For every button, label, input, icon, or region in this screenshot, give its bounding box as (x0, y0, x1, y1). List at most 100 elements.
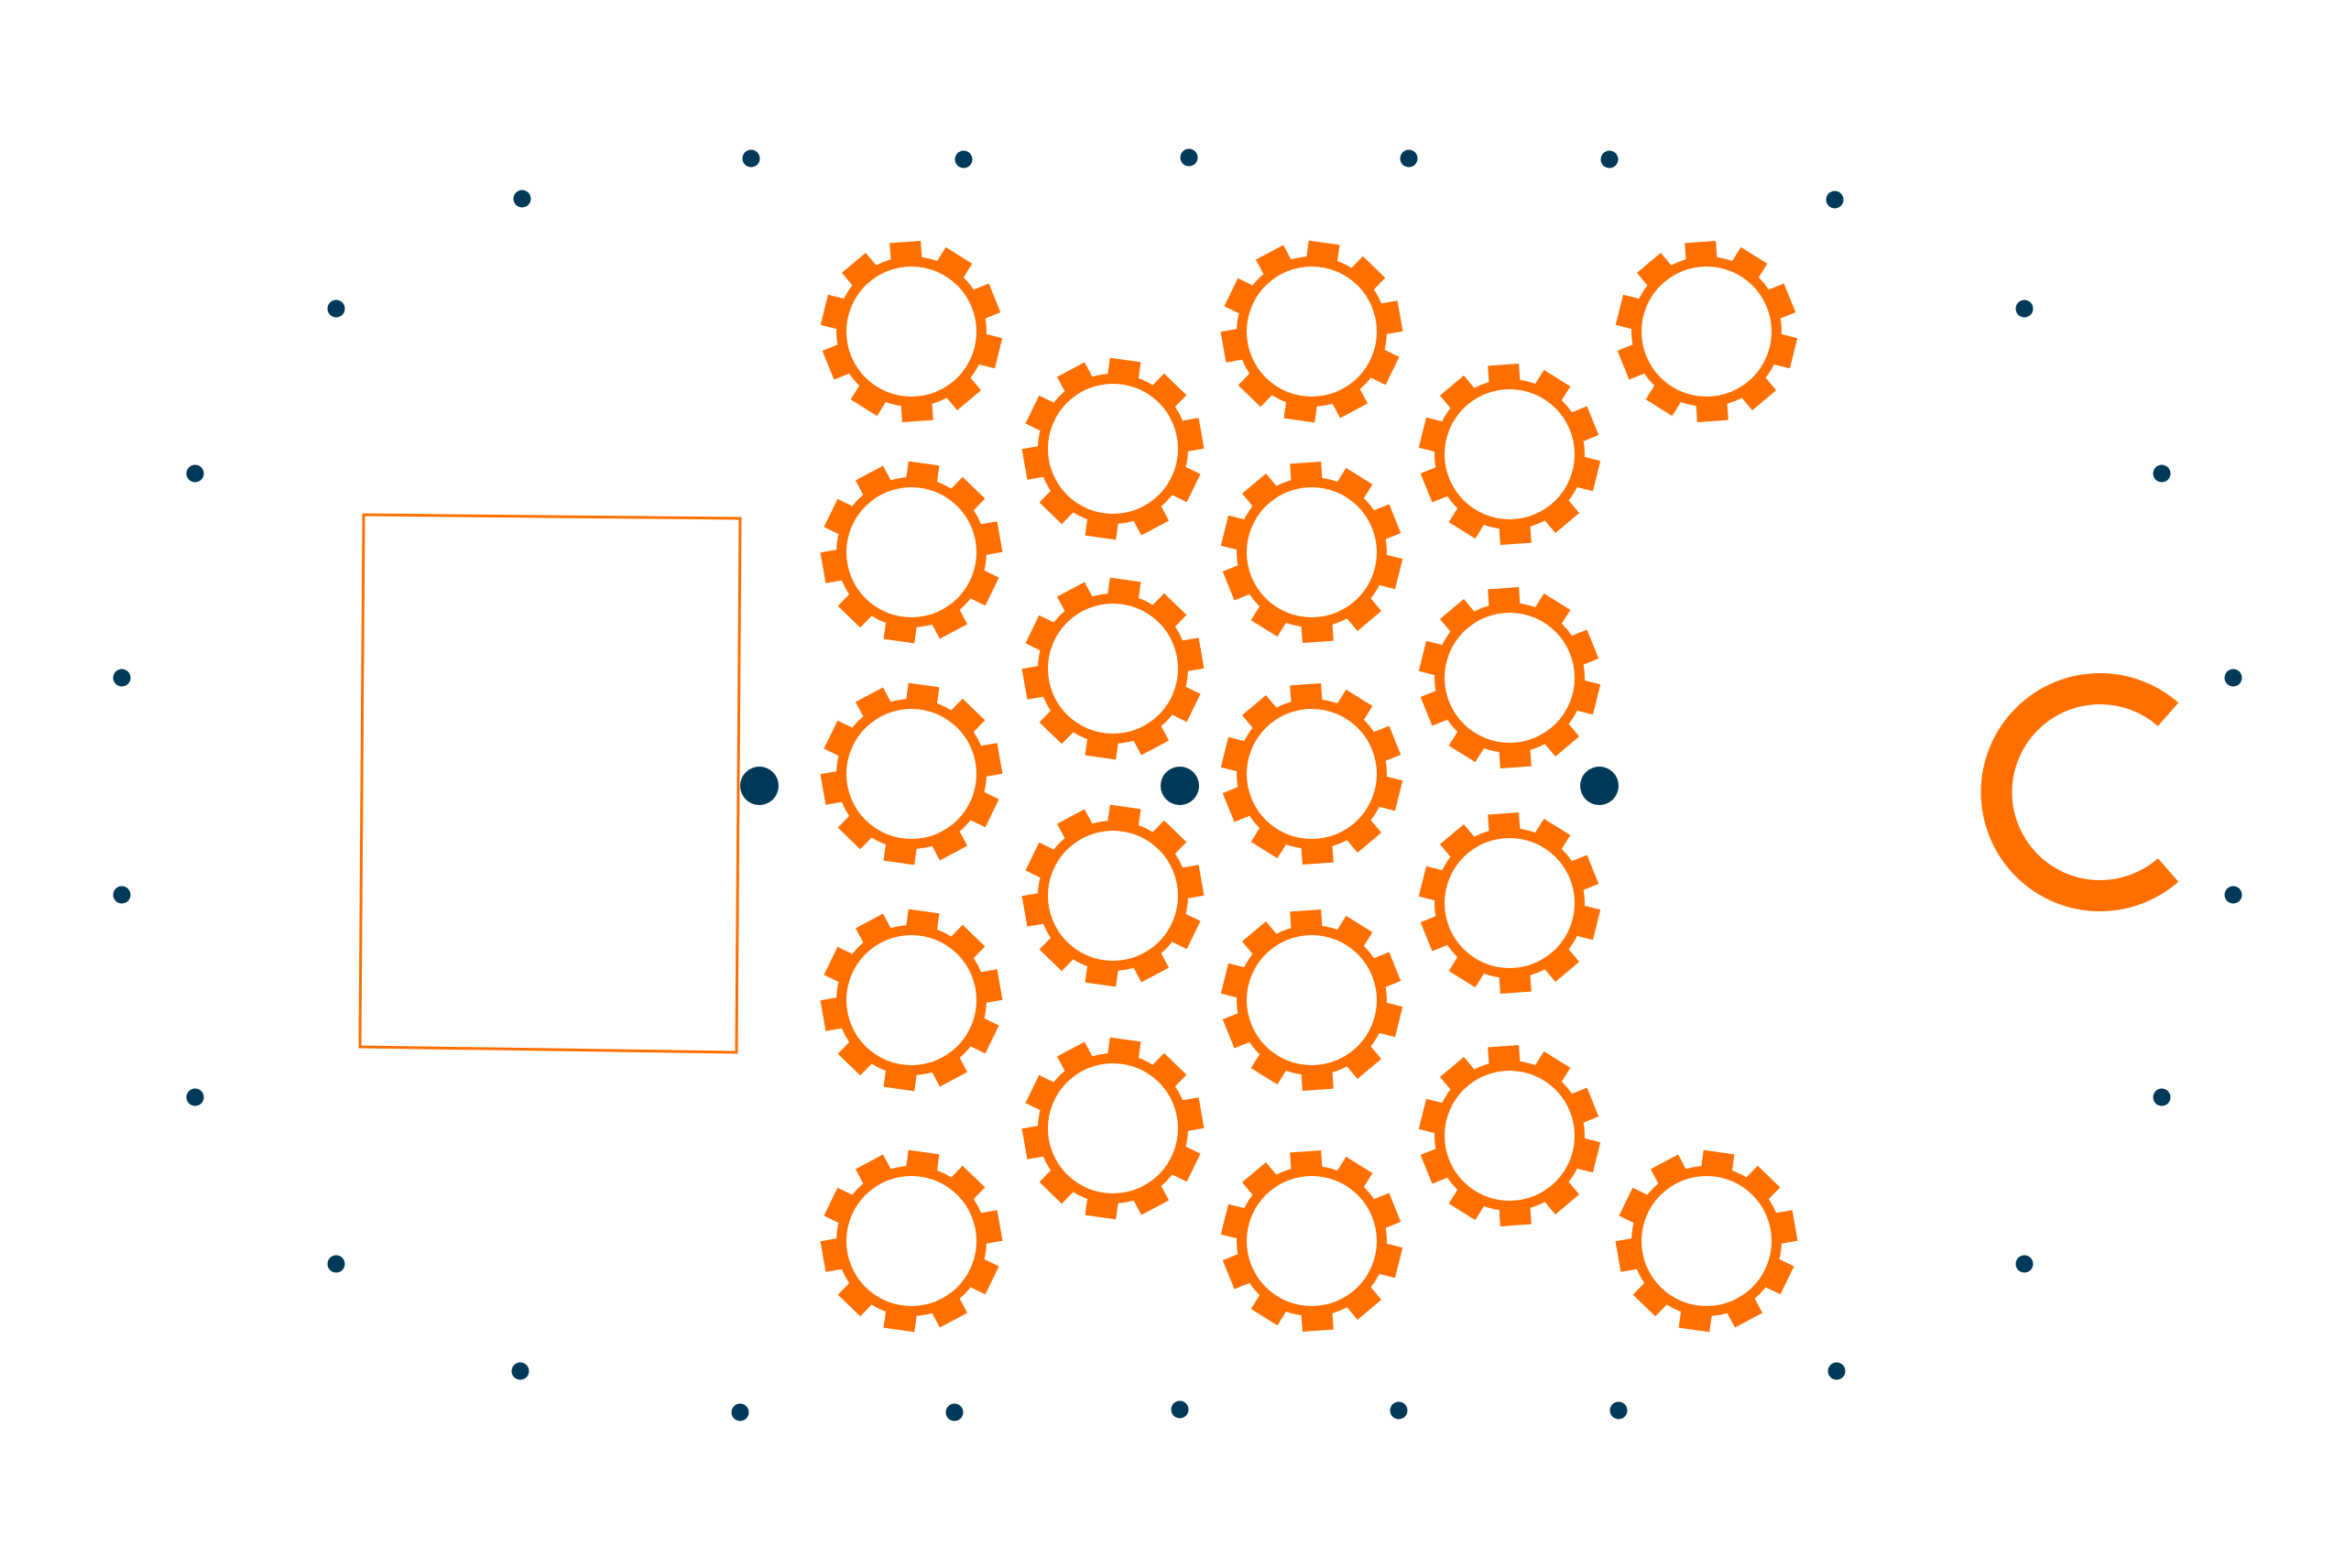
chair-icon (1636, 253, 1674, 289)
chair-icon (1168, 685, 1201, 723)
chair-icon (1542, 1179, 1580, 1214)
chair-icon (837, 1039, 875, 1076)
uplight-dot-icon (1390, 1401, 1408, 1420)
chair-icon (1765, 283, 1796, 321)
uplight-dot-icon (1600, 150, 1619, 169)
uplight-dot-icon (511, 1362, 529, 1380)
uplight-dot-icon (731, 1403, 749, 1421)
table-top (846, 267, 976, 397)
chair-icon (966, 1017, 999, 1054)
chair-icon (1335, 467, 1373, 502)
stage-area (358, 513, 742, 1054)
chair-icon (1241, 921, 1280, 957)
chair-icon (1039, 934, 1076, 972)
table-top (846, 935, 976, 1065)
chair-icon (1761, 1258, 1794, 1295)
round-table-13 (1418, 812, 1601, 994)
chair-icon (1420, 689, 1451, 726)
round-table-5 (1418, 364, 1601, 545)
chair-icon (1335, 915, 1373, 950)
uplight-dot-icon (1609, 1401, 1628, 1420)
round-table-17 (1418, 1045, 1601, 1226)
chair-icon (1250, 824, 1289, 859)
table-top (846, 1176, 976, 1306)
chair-icon (1025, 615, 1058, 652)
table-top (1247, 487, 1377, 617)
chair-icon (1241, 695, 1280, 731)
chair-icon (930, 828, 968, 861)
chair-icon (1532, 1051, 1571, 1085)
table-top (1247, 935, 1377, 1065)
chair-icon (837, 812, 875, 850)
table-top (1445, 389, 1575, 519)
round-table-11 (1220, 683, 1403, 865)
chair-icon (1439, 1057, 1478, 1093)
chair-icon (1448, 728, 1487, 763)
round-table-12 (1021, 804, 1205, 987)
chair-icon (837, 1279, 875, 1317)
chair-icon (1025, 1074, 1058, 1112)
bar-area (1980, 673, 2179, 911)
chair-icon (1650, 1154, 1688, 1187)
chair-icon (1025, 395, 1058, 432)
uplight-dot-icon (513, 190, 531, 208)
chair-icon (1150, 1052, 1187, 1090)
chair-icon (1542, 721, 1580, 757)
table-top (1445, 613, 1575, 743)
round-table-16 (1021, 1037, 1205, 1220)
round-tables (820, 240, 1798, 1333)
chair-icon (1448, 953, 1487, 988)
chair-icon (1222, 1011, 1253, 1049)
round-table-18 (820, 1149, 1003, 1333)
chair-icon (1168, 465, 1201, 503)
chair-icon (930, 1295, 968, 1328)
large-dot-icon (740, 767, 779, 805)
chair-icon (1335, 689, 1373, 724)
uplight-dot-icon (954, 150, 973, 169)
round-table-8 (1021, 577, 1205, 760)
chair-icon (1729, 246, 1768, 281)
uplight-dot-icon (2153, 464, 2171, 483)
table-top (1247, 1176, 1377, 1306)
chair-icon (1025, 842, 1058, 879)
chair-icon (1039, 487, 1076, 525)
table-top (1642, 267, 1772, 397)
chair-icon (930, 606, 968, 639)
chair-icon (970, 283, 1001, 321)
chair-icon (1222, 785, 1253, 822)
chair-icon (1250, 603, 1289, 637)
chair-icon (1439, 824, 1478, 860)
round-table-20 (1615, 1149, 1798, 1333)
chair-icon (1568, 1087, 1599, 1125)
stage-rectangle (358, 513, 742, 1054)
uplight-dot-icon (186, 1088, 204, 1106)
table-top (1048, 831, 1178, 961)
chair-icon (1168, 912, 1201, 950)
chair-icon (1330, 386, 1369, 419)
chair-icon (1344, 595, 1382, 631)
uplight-dot-icon (186, 464, 204, 483)
chair-icon (948, 924, 986, 962)
chair-icon (1532, 818, 1571, 853)
chair-icon (1150, 373, 1187, 410)
table-top (1445, 838, 1575, 968)
chair-icon (1255, 245, 1293, 278)
uplight-dot-icon (742, 149, 760, 168)
chair-icon (1056, 809, 1095, 842)
chair-icon (841, 253, 879, 289)
round-table-4 (1021, 357, 1205, 540)
chair-icon (1448, 505, 1487, 539)
table-top (1048, 1063, 1178, 1193)
uplight-dot-icon (2224, 669, 2242, 687)
chair-icon (1131, 1182, 1170, 1215)
chair-icon (837, 591, 875, 628)
round-table-1 (820, 241, 1003, 422)
chair-icon (823, 720, 856, 757)
table-top (846, 709, 976, 839)
round-table-7 (1220, 462, 1403, 643)
chair-icon (1739, 375, 1777, 410)
chair-icon (823, 946, 856, 984)
uplight-dot-icon (1827, 1362, 1846, 1380)
chair-icon (1344, 817, 1382, 853)
uplight-dot-icon (2224, 886, 2242, 904)
